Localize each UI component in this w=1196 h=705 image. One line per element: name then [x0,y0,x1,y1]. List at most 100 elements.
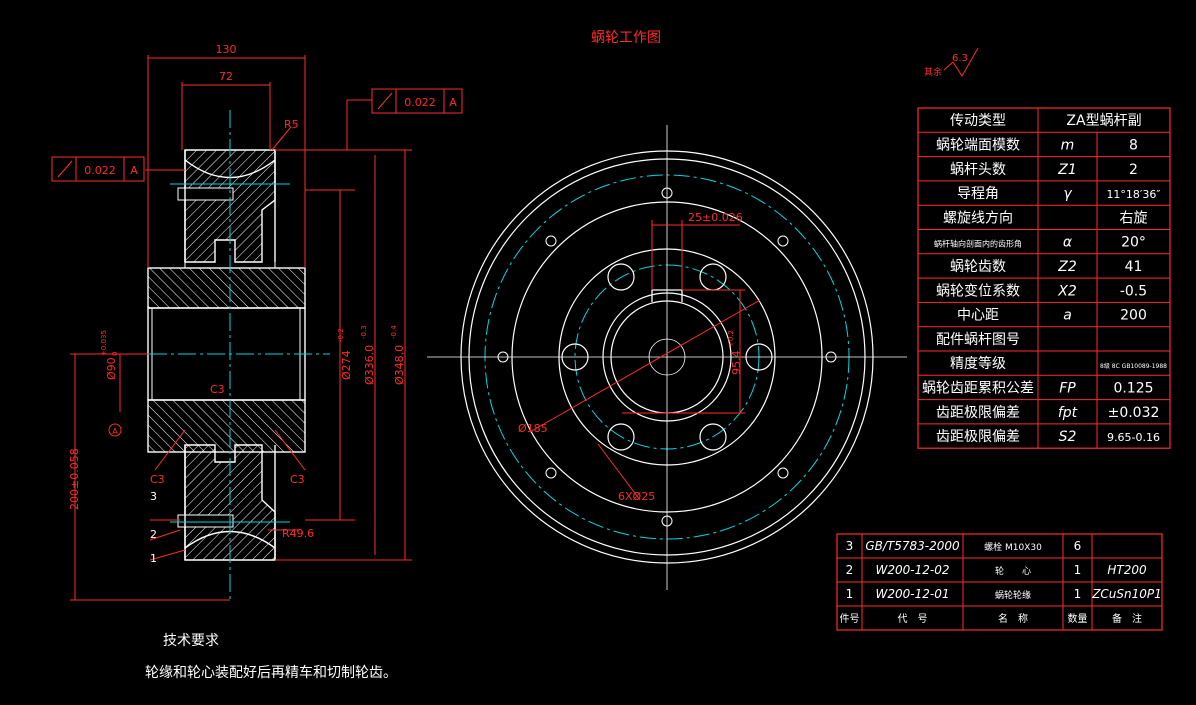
front-dimensions [529,220,761,501]
param-value: -0.5 [1120,283,1147,299]
dim-pcd: Ø185 [518,422,548,435]
param-label: 配件蜗杆图号 [936,332,1020,348]
dim-radius-r496: R49.6 [282,527,314,540]
bom-cell-no: 2 [846,563,854,577]
param-label: 螺旋线方向 [943,210,1013,226]
tolerance-datum-right: A [449,96,457,109]
param-value: ZA型蜗杆副 [1066,113,1141,129]
dim-width-inner: 72 [219,70,233,83]
bom-cell-remark: ZCuSn10P1 [1091,587,1162,601]
dim-chamfer-center: C3 [210,383,225,396]
dim-chamfer-right: C3 [290,473,305,486]
param-label: 导程角 [957,186,999,202]
param-symbol: Z1 [1057,162,1077,178]
bom-cell-name: 轮 心 [995,565,1031,577]
dim-holes: 6XØ25 [618,490,655,503]
svg-text:200±0.058: 200±0.058 [68,448,81,510]
tolerance-value-left: 0.022 [84,164,116,177]
bom-cell-code: GB/T5783-2000 [865,539,960,553]
dim-keyway-depth: 95.4 +0.2 [727,330,743,375]
param-value: 41 [1125,259,1143,275]
tolerance-frame-left: 0.022 A [51,156,145,182]
svg-text:-0.2: -0.2 [337,328,345,342]
param-label: 蜗杆轴向剖面内的齿形角 [934,239,1022,249]
param-value: 20° [1121,235,1146,251]
param-label: 蜗轮变位系数 [936,283,1020,299]
front-centerlines [427,125,907,590]
param-label: 蜗轮齿距累积公差 [922,380,1034,396]
bom-cell-qty: 6 [1074,539,1082,553]
bom-cell-name: 蜗轮轮缘 [995,589,1031,601]
datum-symbol: A [108,423,122,437]
param-value: 0.125 [1113,380,1153,396]
dim-dia-348: Ø348.0 -0.4 [390,325,406,385]
param-symbol: a [1063,308,1072,324]
bom-cell-qty: 1 [1074,587,1082,601]
dim-chamfer-left: C3 [150,473,165,486]
param-label: 传动类型 [950,113,1006,129]
bom-cell-no: 1 [846,587,854,601]
bom-cell-qty: 1 [1074,563,1082,577]
dim-center-distance: 200±0.058 [68,448,81,510]
dim-dia-274: Ø274 -0.2 [337,328,353,380]
bom-cell-no: 件号 [840,613,860,625]
param-symbol: m [1061,137,1075,153]
bom-cell-qty: 数量 [1068,612,1088,625]
param-symbol: γ [1063,186,1072,202]
svg-text:-0.3: -0.3 [360,325,368,339]
svg-text:-0.4: -0.4 [390,325,398,339]
param-value: 11°18′36″ [1106,188,1160,201]
section-centerlines [120,110,330,600]
balloon-2: 2 [150,528,157,541]
param-label: 蜗轮端面模数 [936,137,1020,153]
param-value: 9.65-0.16 [1107,431,1160,444]
svg-text:Ø90: Ø90 [105,357,118,380]
param-label: 精度等级 [950,355,1006,372]
svg-text:0: 0 [111,352,119,356]
param-label: 蜗杆头数 [950,162,1006,178]
svg-text:95.4: 95.4 [730,351,743,376]
param-value: ±0.032 [1108,405,1160,421]
section-view [147,149,306,561]
param-symbol: X2 [1057,283,1077,299]
svg-text:+0.2: +0.2 [727,330,735,347]
notes-text: 轮缘和轮心装配好后再精车和切制轮齿。 [145,664,397,681]
balloon-3: 3 [150,490,157,503]
param-value: 2 [1129,162,1138,178]
bom-cell-name: 名 称 [998,612,1028,625]
notes-title: 技术要求 [163,633,219,649]
param-symbol: Z2 [1057,259,1077,275]
dim-dia-336: Ø336.0 -0.3 [360,325,376,385]
balloon-1: 1 [150,552,157,565]
svg-text:Ø274: Ø274 [340,350,353,380]
param-value: 200 [1120,308,1147,324]
svg-text:Ø336.0: Ø336.0 [363,345,376,385]
param-label: 中心距 [957,308,999,324]
roughness-label: 其余 [924,66,942,78]
dim-bore: Ø90 +0.035 0 [100,330,119,380]
param-label: 齿距极限偏差 [936,405,1020,421]
bom-cell-code: W200-12-01 [876,587,950,601]
bom-cell-remark: HT200 [1107,563,1147,577]
tolerance-datum-left: A [130,164,138,177]
param-symbol: FP [1059,380,1076,396]
roughness-symbol: 其余 6.3 [924,47,979,78]
param-value: 右旋 [1120,210,1148,226]
dim-radius-r5: R5 [284,118,299,131]
dim-keyway-width: 25±0.026 [688,211,743,224]
param-symbol: fpt [1058,405,1078,421]
svg-text:Ø348.0: Ø348.0 [393,345,406,385]
bom-cell-code: W200-12-02 [876,563,950,577]
bom-cell-remark: 备 注 [1112,612,1142,625]
param-symbol: α [1063,235,1073,251]
bom-cell-name: 螺栓 M10X30 [984,541,1042,553]
drawing-title: 蜗轮工作图 [591,30,661,46]
param-label: 蜗轮齿数 [950,259,1006,275]
param-value: 8 [1129,137,1138,153]
section-dimensions [70,55,412,601]
bom-cell-code: 代 号 [898,613,928,625]
svg-text:A: A [112,427,118,436]
